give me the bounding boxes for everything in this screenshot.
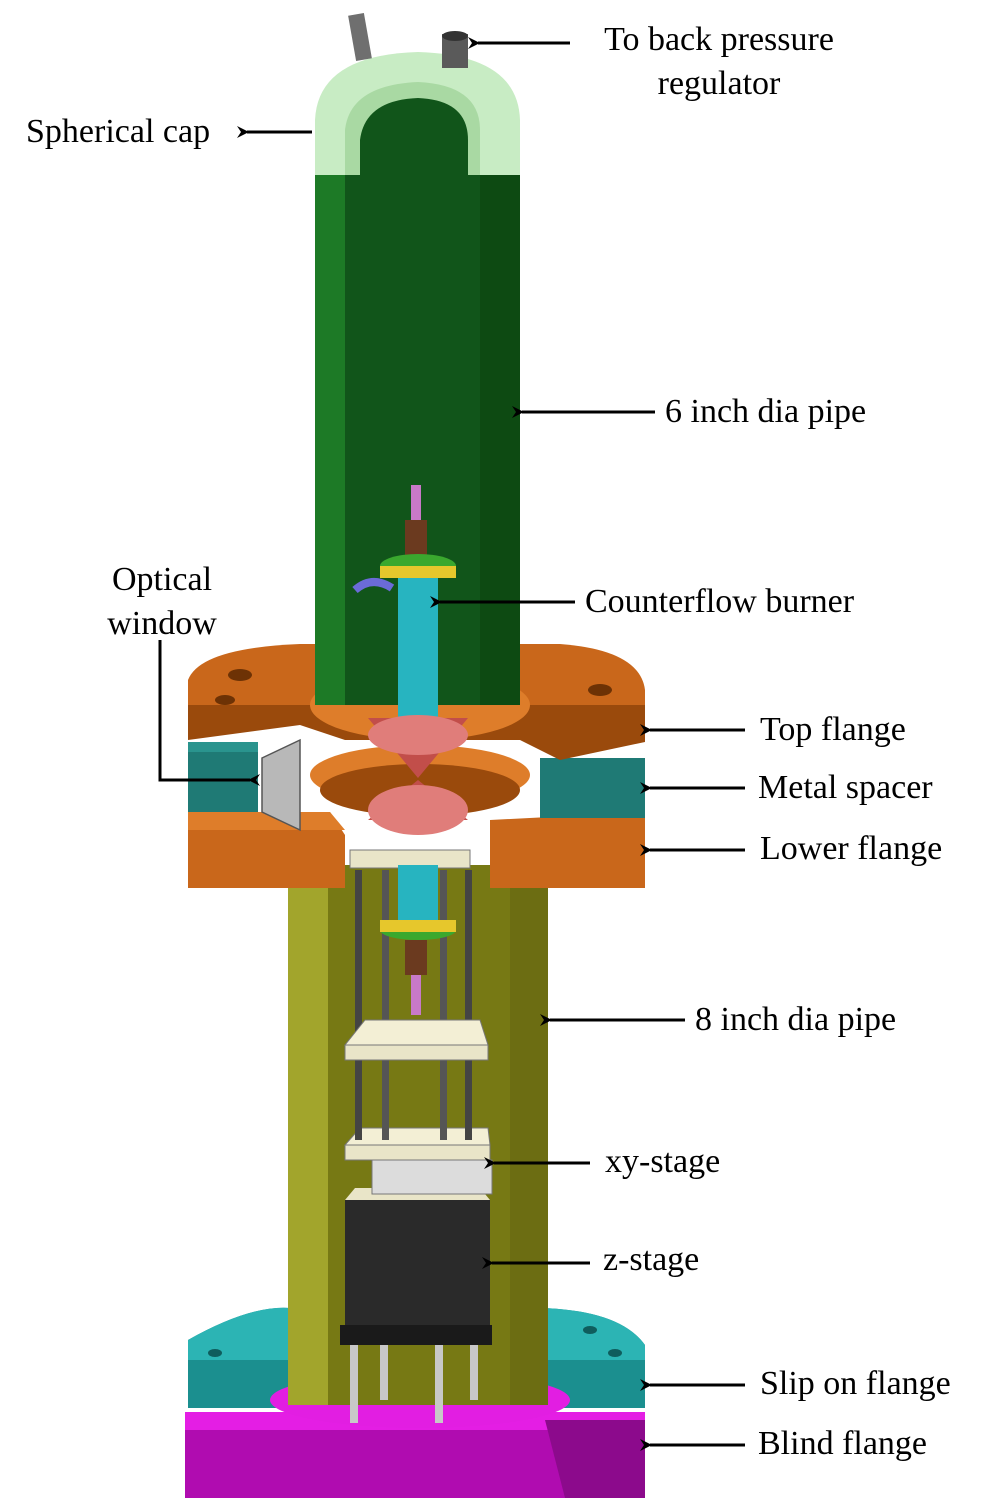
support-rods <box>355 870 472 1140</box>
label-metal-spacer: Metal spacer <box>758 769 933 806</box>
optical-window-shape <box>261 738 301 832</box>
label-blind-flange: Blind flange <box>758 1425 928 1462</box>
leader-arrows <box>158 37 745 1451</box>
metal-spacer-shape <box>188 742 645 818</box>
upper-plate-shape <box>349 849 471 869</box>
spherical-cap-shape <box>315 12 520 175</box>
arrow-optical-window <box>158 640 260 786</box>
label-lower-flange: Lower flange <box>760 830 943 867</box>
label-counterflow-burner: Counterflow burner <box>585 583 855 620</box>
lower-burner-shape <box>380 865 456 1015</box>
label-back-pressure-line1: To back pressure <box>604 21 834 58</box>
label-optical-window: Optical window <box>82 558 242 646</box>
mid-plate-shape <box>343 1019 489 1061</box>
label-back-pressure: To back pressure regulator <box>580 18 858 106</box>
label-top-flange: Top flange <box>760 711 906 748</box>
label-slip-on-flange: Slip on flange <box>760 1365 951 1402</box>
label-back-pressure-line2: regulator <box>657 65 781 103</box>
counterflow-burner-shape <box>352 485 468 835</box>
label-z-stage: z-stage <box>603 1241 700 1278</box>
label-optical-window-line2: window <box>107 605 217 643</box>
label-eight-inch-pipe: 8 inch dia pipe <box>695 1001 897 1038</box>
label-spherical-cap: Spherical cap <box>26 113 211 150</box>
lower-flange-shape <box>188 812 645 888</box>
label-optical-window-line1: Optical <box>111 561 213 598</box>
label-six-inch-pipe: 6 inch dia pipe <box>665 393 867 430</box>
label-xy-stage: xy-stage <box>605 1143 721 1180</box>
